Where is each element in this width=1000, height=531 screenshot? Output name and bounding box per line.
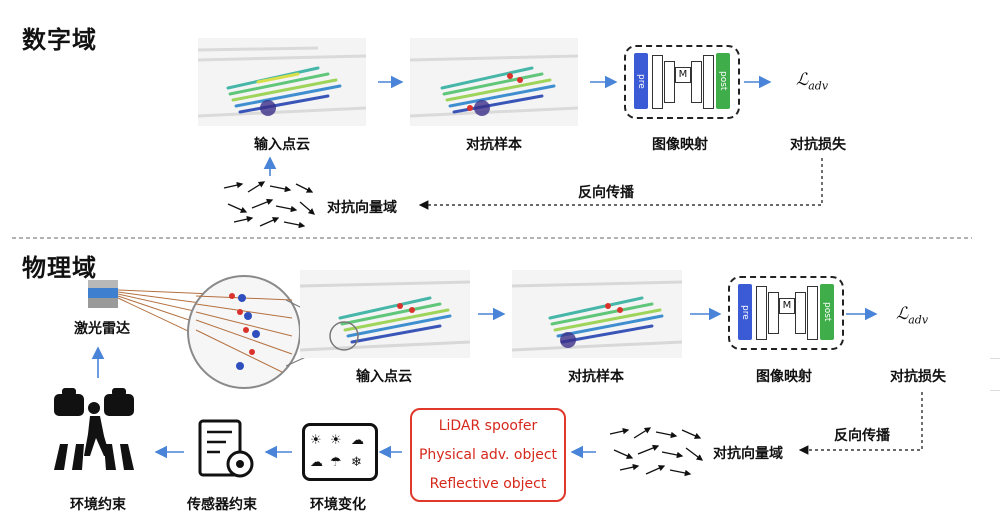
point-cloud-image bbox=[512, 280, 682, 352]
digital-input-label: 输入点云 bbox=[254, 137, 310, 153]
digital-loss-label: 对抗损失 bbox=[790, 137, 846, 153]
net-pre-block: pre bbox=[634, 53, 648, 109]
net-layer bbox=[807, 286, 818, 340]
point-cloud-image bbox=[198, 46, 366, 118]
lidar-sensor-icon bbox=[88, 280, 118, 308]
net-layer bbox=[652, 55, 663, 109]
arrow-field-icon bbox=[609, 427, 704, 477]
svg-text:❄: ❄ bbox=[351, 455, 362, 470]
attack-item-reflective-object: Reflective object bbox=[429, 476, 547, 492]
physical-vector-label: 对抗向量域 bbox=[713, 446, 783, 462]
net-layer bbox=[664, 61, 675, 103]
net-pre-block: pre bbox=[738, 284, 752, 340]
net-post-block: post bbox=[820, 284, 834, 340]
loss-subscript: adv bbox=[908, 313, 929, 327]
loss-script-l: ℒ bbox=[896, 304, 909, 324]
physical-map-label: 图像映射 bbox=[756, 369, 812, 385]
sensor-constraint-label: 传感器约束 bbox=[187, 497, 257, 513]
attack-item-physical-object: Physical adv. object bbox=[418, 447, 558, 463]
physical-input-point-cloud bbox=[300, 270, 470, 358]
svg-text:☀: ☀ bbox=[330, 433, 342, 448]
lidar-label: 激光雷达 bbox=[74, 321, 130, 337]
net-layer bbox=[691, 61, 702, 103]
net-m-block: M bbox=[675, 67, 691, 83]
weather-panel-icon: ☀ ☀ ☁ ☁ ☂ ❄ bbox=[302, 423, 378, 481]
net-post-block: post bbox=[716, 53, 730, 109]
pedestrian-traffic-icon bbox=[54, 388, 134, 470]
physical-loss-label: 对抗损失 bbox=[890, 369, 946, 385]
svg-text:☁: ☁ bbox=[351, 433, 364, 448]
weather-glyphs: ☀ ☀ ☁ ☁ ☂ ❄ bbox=[310, 433, 364, 470]
net-layer bbox=[795, 292, 806, 334]
net-layer bbox=[703, 55, 714, 109]
digital-adversarial-point-cloud bbox=[410, 38, 578, 126]
digital-map-label: 图像映射 bbox=[652, 137, 708, 153]
digital-vector-label: 对抗向量域 bbox=[327, 200, 397, 216]
physical-input-label: 输入点云 bbox=[356, 369, 412, 385]
digital-backprop-label: 反向传播 bbox=[578, 185, 634, 201]
edge-tick bbox=[990, 358, 1000, 359]
physical-adversarial-point-cloud bbox=[512, 270, 682, 358]
loss-script-l: ℒ bbox=[796, 70, 809, 90]
svg-text:☀: ☀ bbox=[310, 433, 322, 448]
physical-network-diagram: pre M post bbox=[728, 276, 844, 350]
net-m-block: M bbox=[779, 298, 795, 314]
digital-adv-label: 对抗样本 bbox=[466, 137, 522, 153]
env-constraint-label: 环境约束 bbox=[70, 497, 126, 513]
net-layer bbox=[756, 286, 767, 340]
point-cloud-image bbox=[410, 54, 578, 118]
arrow-field-icon bbox=[223, 181, 315, 229]
physical-backprop-label: 反向传播 bbox=[834, 428, 890, 444]
physical-domain-title: 物理域 bbox=[22, 254, 97, 282]
svg-text:☂: ☂ bbox=[330, 455, 342, 470]
physical-loss-symbol: ℒadv bbox=[896, 304, 928, 326]
svg-text:☁: ☁ bbox=[310, 455, 323, 470]
digital-input-point-cloud bbox=[198, 38, 366, 126]
env-change-label: 环境变化 bbox=[310, 497, 366, 513]
loss-subscript: adv bbox=[808, 79, 829, 93]
attack-item-lidar-spoofer: LiDAR spoofer bbox=[438, 418, 538, 434]
digital-network-diagram: pre M post bbox=[624, 45, 740, 119]
digital-domain-title: 数字域 bbox=[22, 26, 97, 54]
point-cloud-image bbox=[300, 280, 470, 352]
document-gear-icon bbox=[198, 419, 254, 478]
attack-methods-box: LiDAR spoofer Physical adv. object Refle… bbox=[410, 408, 566, 502]
edge-tick bbox=[990, 390, 1000, 391]
digital-loss-symbol: ℒadv bbox=[796, 70, 828, 92]
physical-adv-label: 对抗样本 bbox=[568, 369, 624, 385]
net-layer bbox=[768, 292, 779, 334]
